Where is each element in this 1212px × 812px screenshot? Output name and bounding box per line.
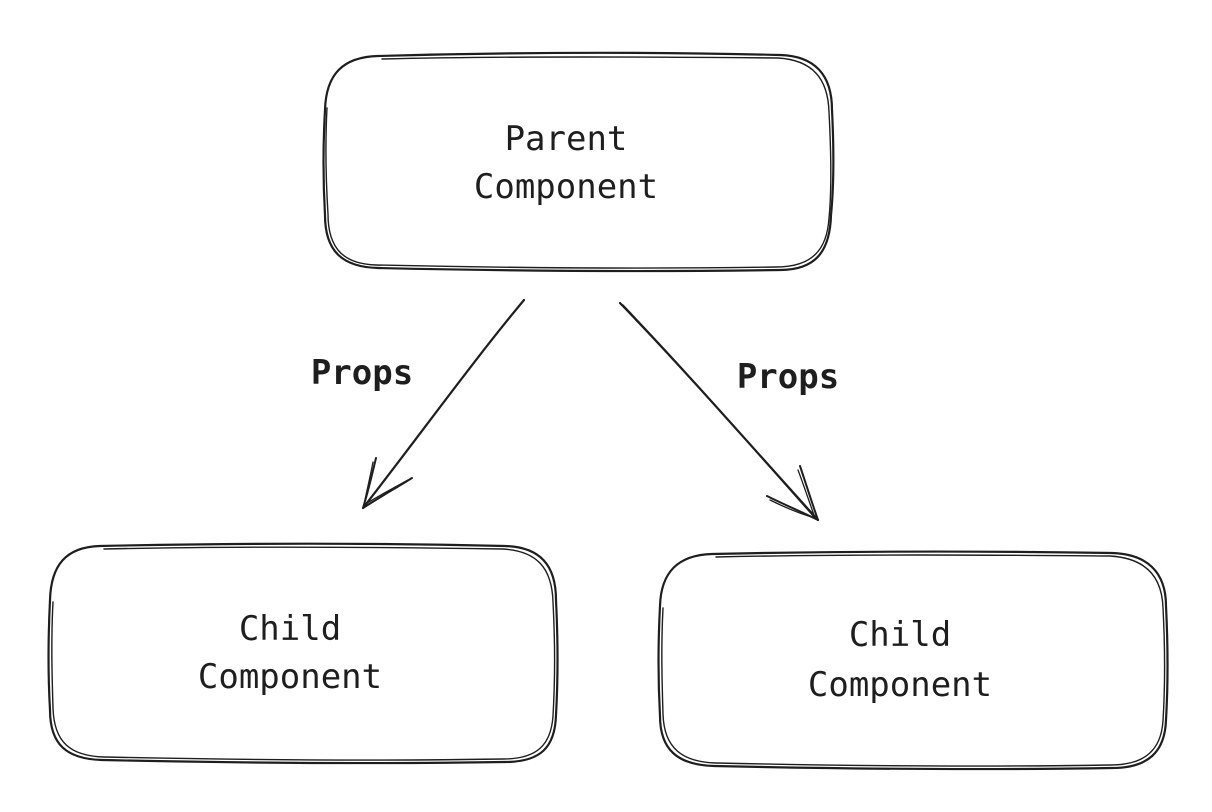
arrow-right-shaft-sketch (622, 304, 816, 519)
parent-component-node: Parent Component (322, 51, 835, 273)
child-component-node-left: Child Component (47, 542, 559, 765)
child-right-box-outline (657, 550, 1169, 771)
child-left-label-line1: Child (239, 609, 341, 649)
child-right-box-outline-sketch (661, 554, 1166, 767)
props-label-left: Props (311, 353, 413, 393)
parent-box-outline (322, 51, 835, 273)
child-component-node-right: Child Component (657, 550, 1169, 771)
arrow-left-head-sketch (363, 461, 409, 506)
parent-label-line2: Component (474, 167, 658, 207)
parent-label-line1: Parent (505, 119, 628, 159)
parent-box-outline-sketch (325, 56, 832, 269)
child-right-label-line2: Component (808, 665, 992, 705)
child-left-box-outline-sketch (51, 546, 556, 761)
child-left-box-outline (47, 542, 559, 765)
arrow-right-head (766, 465, 819, 521)
arrow-right-head-sketch (769, 469, 816, 519)
child-left-label-line2: Component (198, 657, 382, 697)
arrow-left-shaft (361, 298, 526, 510)
props-arrow-right: Props (618, 301, 839, 522)
props-arrow-left: Props (311, 298, 526, 510)
child-right-label-line1: Child (849, 615, 951, 655)
arrow-left-head (362, 457, 413, 509)
props-label-right: Props (737, 357, 839, 397)
